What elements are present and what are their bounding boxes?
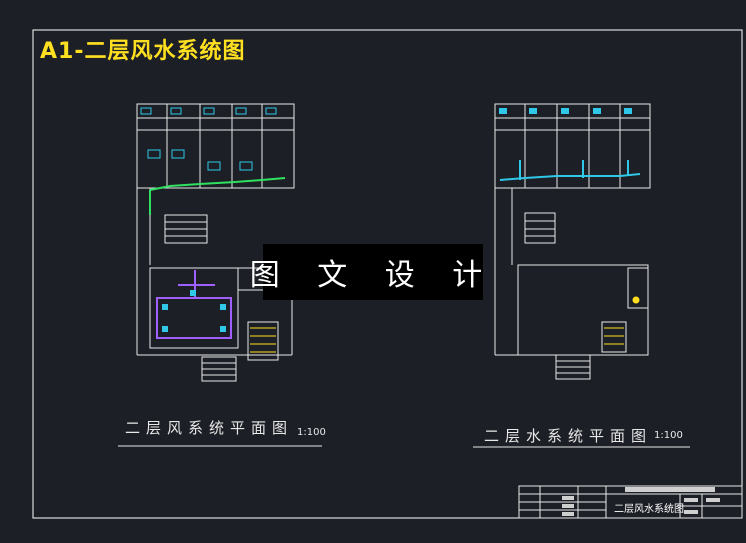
left-floor-plan <box>136 103 295 382</box>
title-block-stamps <box>562 487 720 516</box>
title-block-drawing-name: 二层风水系统图 <box>614 504 684 515</box>
left-plan-air-duct <box>149 177 286 215</box>
right-plan-scale: 1:100 <box>654 430 683 441</box>
right-plan-water-pipes <box>499 160 641 181</box>
title-block <box>518 485 743 519</box>
right-plan-title: 二层水系统平面图 <box>484 427 653 445</box>
left-plan-room-equipment <box>140 107 277 171</box>
watermark-banner: 图 文 设 计 <box>250 244 483 300</box>
left-plan-stair-highlight <box>250 327 276 353</box>
left-plan-duct-loop <box>156 270 232 339</box>
drawing-frame <box>32 29 743 519</box>
right-plan-stair-highlight <box>604 296 640 345</box>
right-plan-fixtures <box>499 108 632 114</box>
sheet-title: A1-二层风水系统图 <box>40 39 246 64</box>
left-plan-diffusers <box>162 290 226 332</box>
left-plan-scale: 1:100 <box>297 427 326 438</box>
left-plan-title: 二层风系统平面图 <box>125 419 294 437</box>
right-floor-plan <box>494 103 651 380</box>
